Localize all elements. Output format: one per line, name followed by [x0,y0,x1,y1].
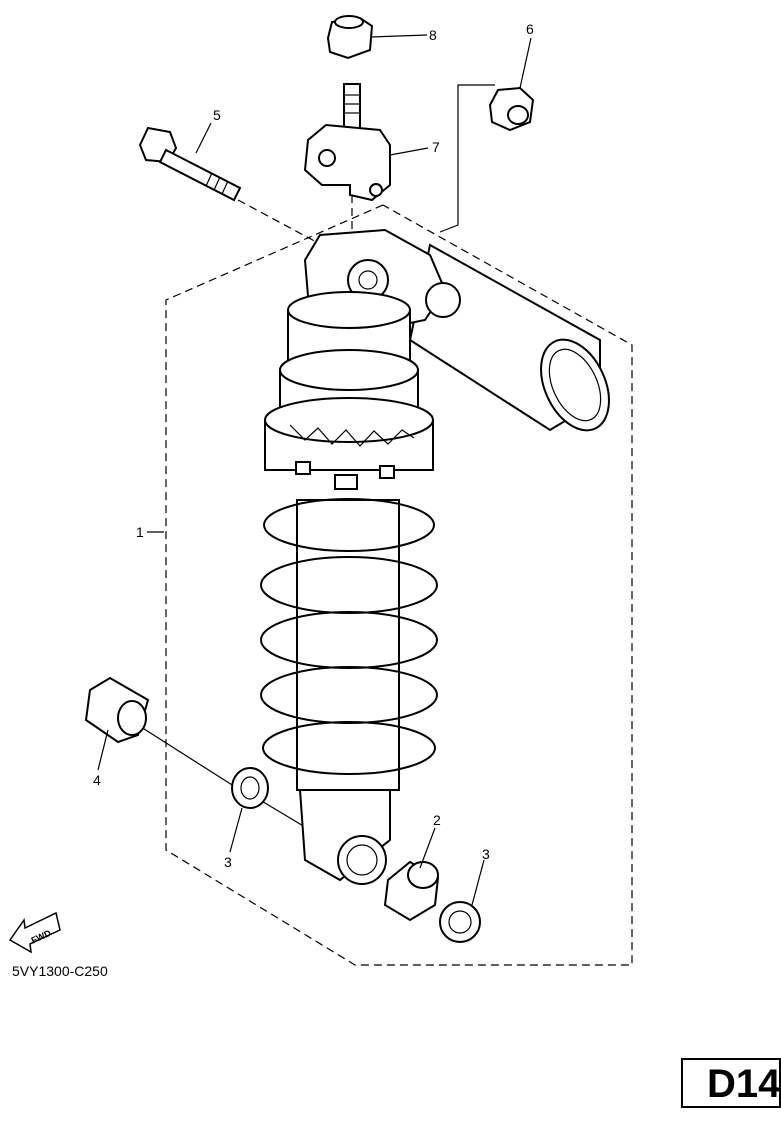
page-label: D14 [707,1062,781,1106]
callout-6: 6 [526,21,534,37]
callout-7: 7 [432,139,440,155]
top-mount [303,228,461,327]
callout-2: 2 [433,812,441,828]
washer-right [439,901,481,943]
callout-1: 1 [136,524,144,540]
callout-4: 4 [93,772,101,788]
nut-leader-box [439,84,495,233]
callout-8: 8 [429,27,437,43]
page-label-box: D14 [681,1058,781,1108]
nut-top [326,15,374,60]
callout-3-right: 3 [482,846,490,862]
nut-side [488,86,535,132]
shock-upper-body [264,291,434,490]
coil-spring [260,498,438,775]
reservoir-canister [408,243,610,432]
assembly-outline [165,204,633,966]
long-bolt [138,126,242,202]
callout-5: 5 [213,107,221,123]
needle-bearing [84,676,150,744]
collar [383,860,440,922]
diagram-code: 5VY1300-C250 [12,963,108,979]
mounting-bracket [303,123,391,202]
forward-arrow-icon: FWD [8,911,61,954]
callout-3-left: 3 [224,854,232,870]
lower-eye [298,789,391,885]
bearing-axis-line [129,719,241,791]
leader-lines [97,34,532,906]
washer-left [231,767,269,809]
